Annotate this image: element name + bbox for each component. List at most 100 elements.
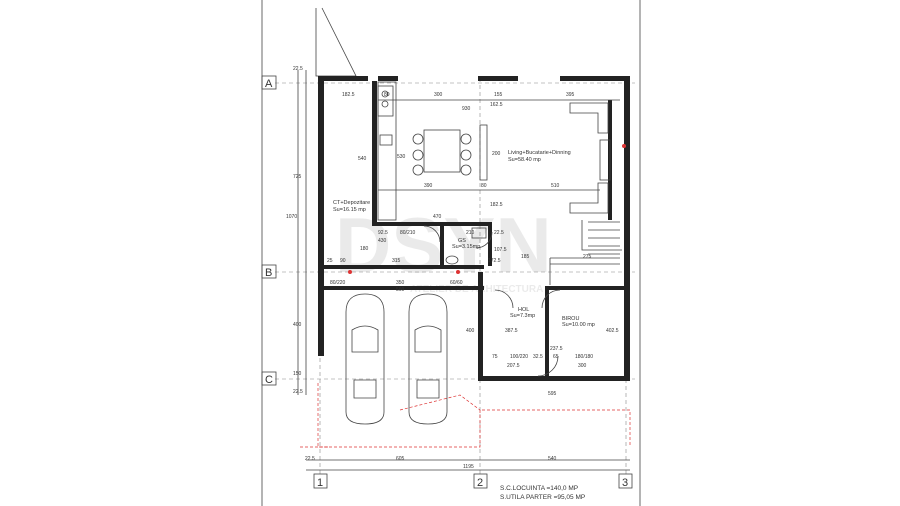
canopy-outline bbox=[317, 383, 631, 448]
dim-label: 395 bbox=[566, 92, 575, 98]
dim-label: 22.5 bbox=[494, 230, 504, 236]
stove bbox=[377, 85, 394, 117]
grid-bubble-c bbox=[261, 371, 277, 386]
dining-chair bbox=[412, 133, 424, 145]
dim-label: 180 bbox=[360, 246, 369, 252]
grid-bubble-b bbox=[261, 264, 277, 279]
dim-label: 387.5 bbox=[505, 328, 518, 334]
dim-label: 107.5 bbox=[494, 247, 507, 253]
dim-label: 560 bbox=[396, 287, 405, 293]
dim-label: 60/60 bbox=[450, 280, 463, 286]
grid-label-b: B bbox=[265, 267, 272, 279]
dim-label: 92.5 bbox=[378, 230, 388, 236]
dim-label: 510 bbox=[551, 183, 560, 189]
dining-chair bbox=[412, 164, 424, 176]
dim-label: 210 bbox=[466, 230, 475, 236]
dim-label: 300 bbox=[434, 92, 443, 98]
dim-label: 725 bbox=[293, 174, 302, 180]
dim-label: 80/210 bbox=[400, 230, 416, 236]
dim-label: 207.5 bbox=[507, 363, 520, 369]
dim-label: 400 bbox=[293, 322, 302, 328]
room-area-hol: Su=7.3mp bbox=[510, 313, 535, 319]
summary-total-area: S.C.LOCUINTA =140,0 MP bbox=[500, 485, 578, 492]
dim-label: 80 bbox=[481, 183, 487, 189]
dim-label: 470 bbox=[433, 214, 442, 220]
room-name-birou: BIROU bbox=[562, 316, 579, 322]
dim-label: 22.5 bbox=[293, 66, 303, 72]
kitchen-island bbox=[479, 124, 488, 181]
dim-label: 315 bbox=[392, 258, 401, 264]
room-name-living: Living+Bucatarie+Dinning bbox=[508, 150, 571, 156]
dining-chair bbox=[460, 164, 472, 176]
dim-label: 80/220 bbox=[330, 280, 346, 286]
door-swing-hol bbox=[494, 289, 514, 309]
dim-label: 300 bbox=[578, 363, 587, 369]
sink bbox=[379, 134, 393, 146]
dim-label: 150 bbox=[293, 371, 302, 377]
dim-label: 200 bbox=[492, 151, 501, 157]
room-name-ct: CT+Depozitare bbox=[333, 200, 370, 206]
dim-label: 172.5 bbox=[488, 258, 501, 264]
dim-label: 182.5 bbox=[342, 92, 355, 98]
dim-label: 540 bbox=[548, 456, 557, 462]
marker-dot bbox=[348, 270, 352, 274]
car-right bbox=[408, 293, 448, 425]
grid-label-3: 3 bbox=[622, 477, 628, 489]
dim-label: 162.5 bbox=[490, 102, 503, 108]
dim-label: 1070 bbox=[286, 214, 297, 220]
dim-label: 350 bbox=[396, 280, 405, 286]
summary-useful-area: S.UTILA PARTER =95,05 MP bbox=[500, 494, 585, 501]
door-swing-gs bbox=[475, 231, 493, 249]
canopy-diagonal bbox=[399, 394, 481, 411]
dining-chair bbox=[460, 133, 472, 145]
dining-table bbox=[423, 129, 461, 173]
dim-label: 1195 bbox=[463, 464, 474, 470]
dim-label: 155 bbox=[494, 92, 503, 98]
dim-label: 390 bbox=[424, 183, 433, 189]
dim-label: 182.5 bbox=[490, 202, 503, 208]
sofa-top bbox=[569, 102, 609, 134]
marker-dot bbox=[456, 270, 460, 274]
dining-chair bbox=[460, 149, 472, 161]
dim-label: 530 bbox=[397, 154, 406, 160]
grid-bubble-1 bbox=[313, 473, 328, 489]
sofa-bottom bbox=[569, 182, 609, 214]
grid-label-2: 2 bbox=[477, 477, 483, 489]
toilet bbox=[445, 255, 459, 265]
grid-label-1: 1 bbox=[317, 477, 323, 489]
dim-label: 80 bbox=[384, 92, 390, 98]
room-name-gs: GS bbox=[458, 238, 466, 244]
dim-label: 605 bbox=[396, 456, 405, 462]
dim-label: 275 bbox=[583, 254, 592, 260]
door-swing-birou bbox=[541, 289, 561, 309]
dim-label: 180/180 bbox=[575, 354, 593, 360]
dim-label: 540 bbox=[358, 156, 367, 162]
stove-burner bbox=[381, 100, 389, 108]
room-area-birou: Su=10.00 mp bbox=[562, 322, 595, 328]
room-area-living: Su=58.40 mp bbox=[508, 157, 541, 163]
room-area-ct: Su=16.15 mp bbox=[333, 207, 366, 213]
dim-label: 402.5 bbox=[606, 328, 619, 334]
dim-label: 400 bbox=[466, 328, 475, 334]
kitchen-counter bbox=[377, 81, 397, 221]
dim-label: 100/220 bbox=[510, 354, 528, 360]
grid-label-a: A bbox=[265, 78, 273, 90]
stove-burner bbox=[381, 90, 389, 98]
dim-label: 32.5 bbox=[533, 354, 543, 360]
door-swing-entrance bbox=[537, 355, 559, 377]
exterior-walls bbox=[318, 76, 630, 381]
marker-dot bbox=[622, 144, 626, 148]
room-name-hol: HOL bbox=[518, 307, 529, 313]
dim-label: 75 bbox=[492, 354, 498, 360]
dim-label: 90 bbox=[340, 258, 346, 264]
washbasin bbox=[471, 227, 487, 239]
dim-label: 237.5 bbox=[550, 346, 563, 352]
staircase bbox=[549, 220, 622, 285]
dim-label: 595 bbox=[548, 391, 557, 397]
dim-label: 65 bbox=[553, 354, 559, 360]
dim-label: 22.5 bbox=[305, 456, 315, 462]
dim-label: 25 bbox=[327, 258, 333, 264]
dim-label: 185 bbox=[521, 254, 530, 260]
grid-bubble-3 bbox=[618, 473, 633, 489]
